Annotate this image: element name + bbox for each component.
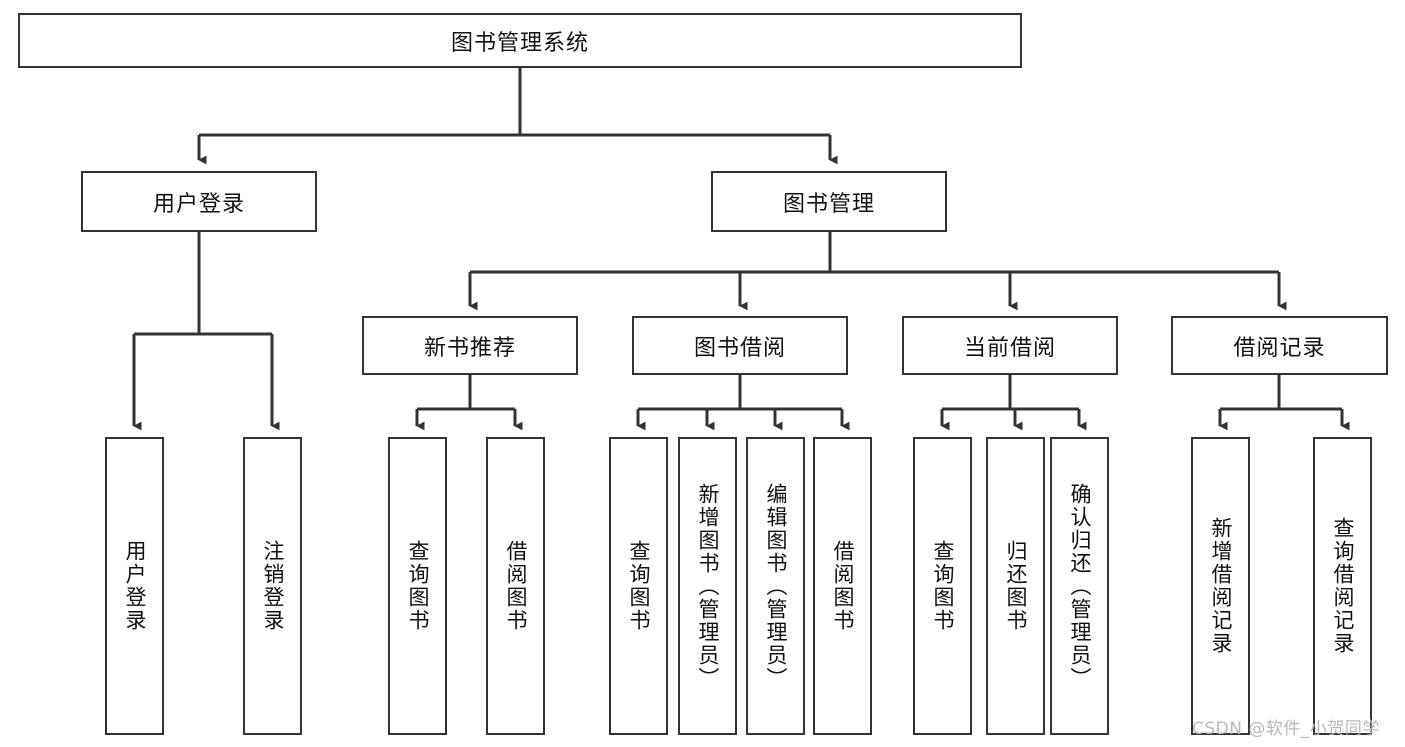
leaf-node-label: 编辑图书（管理员） [764, 482, 788, 690]
node-book-borrow-label: 图书借阅 [693, 335, 786, 361]
node-current-borrow-label: 当前借阅 [963, 335, 1056, 361]
leaf-node-label: 查询借阅记录 [1331, 517, 1355, 655]
leaf-node-label: 借阅图书 [504, 540, 528, 632]
leaf-node-label: 归还图书 [1004, 540, 1028, 632]
leaf-node[interactable]: 归还图书 [986, 437, 1045, 735]
leaf-node[interactable]: 新增图书（管理员） [678, 437, 737, 735]
node-book-management-label: 图书管理 [782, 191, 875, 217]
leaf-node[interactable]: 注销登录 [243, 437, 302, 735]
leaf-node[interactable]: 编辑图书（管理员） [746, 437, 805, 735]
leaf-node-label: 确认归还（管理员） [1068, 482, 1092, 690]
node-borrow-records[interactable]: 借阅记录 [1171, 316, 1388, 375]
leaf-node[interactable]: 新增借阅记录 [1191, 437, 1250, 735]
node-borrow-records-label: 借阅记录 [1233, 335, 1326, 361]
csdn-watermark: CSDN @软件_小贺同学 [1192, 719, 1380, 739]
leaf-node[interactable]: 查询图书 [388, 437, 447, 735]
node-user-login[interactable]: 用户登录 [81, 171, 317, 232]
leaf-node-label: 查询图书 [627, 540, 651, 632]
leaf-node[interactable]: 查询图书 [913, 437, 972, 735]
node-book-borrow[interactable]: 图书借阅 [632, 316, 848, 375]
leaf-node[interactable]: 查询借阅记录 [1313, 437, 1372, 735]
node-current-borrow[interactable]: 当前借阅 [902, 316, 1118, 375]
node-new-book-recommend[interactable]: 新书推荐 [362, 316, 578, 375]
node-new-book-recommend-label: 新书推荐 [423, 335, 516, 361]
node-book-management[interactable]: 图书管理 [711, 171, 947, 232]
leaf-node[interactable]: 借阅图书 [813, 437, 872, 735]
leaf-node-label: 借阅图书 [831, 540, 855, 632]
node-root-label: 图书管理系统 [450, 30, 589, 56]
leaf-node[interactable]: 用户登录 [105, 437, 164, 735]
leaf-node[interactable]: 查询图书 [609, 437, 668, 735]
leaf-node-label: 查询图书 [406, 540, 430, 632]
leaf-node-label: 注销登录 [261, 540, 285, 632]
leaf-node-label: 用户登录 [123, 540, 147, 632]
node-user-login-label: 用户登录 [152, 191, 245, 217]
leaf-node-label: 新增借阅记录 [1209, 517, 1233, 655]
leaf-node-label: 新增图书（管理员） [696, 482, 720, 690]
node-root-system[interactable]: 图书管理系统 [18, 13, 1022, 68]
leaf-node[interactable]: 确认归还（管理员） [1050, 437, 1109, 735]
leaf-node-label: 查询图书 [931, 540, 955, 632]
leaf-node[interactable]: 借阅图书 [486, 437, 545, 735]
